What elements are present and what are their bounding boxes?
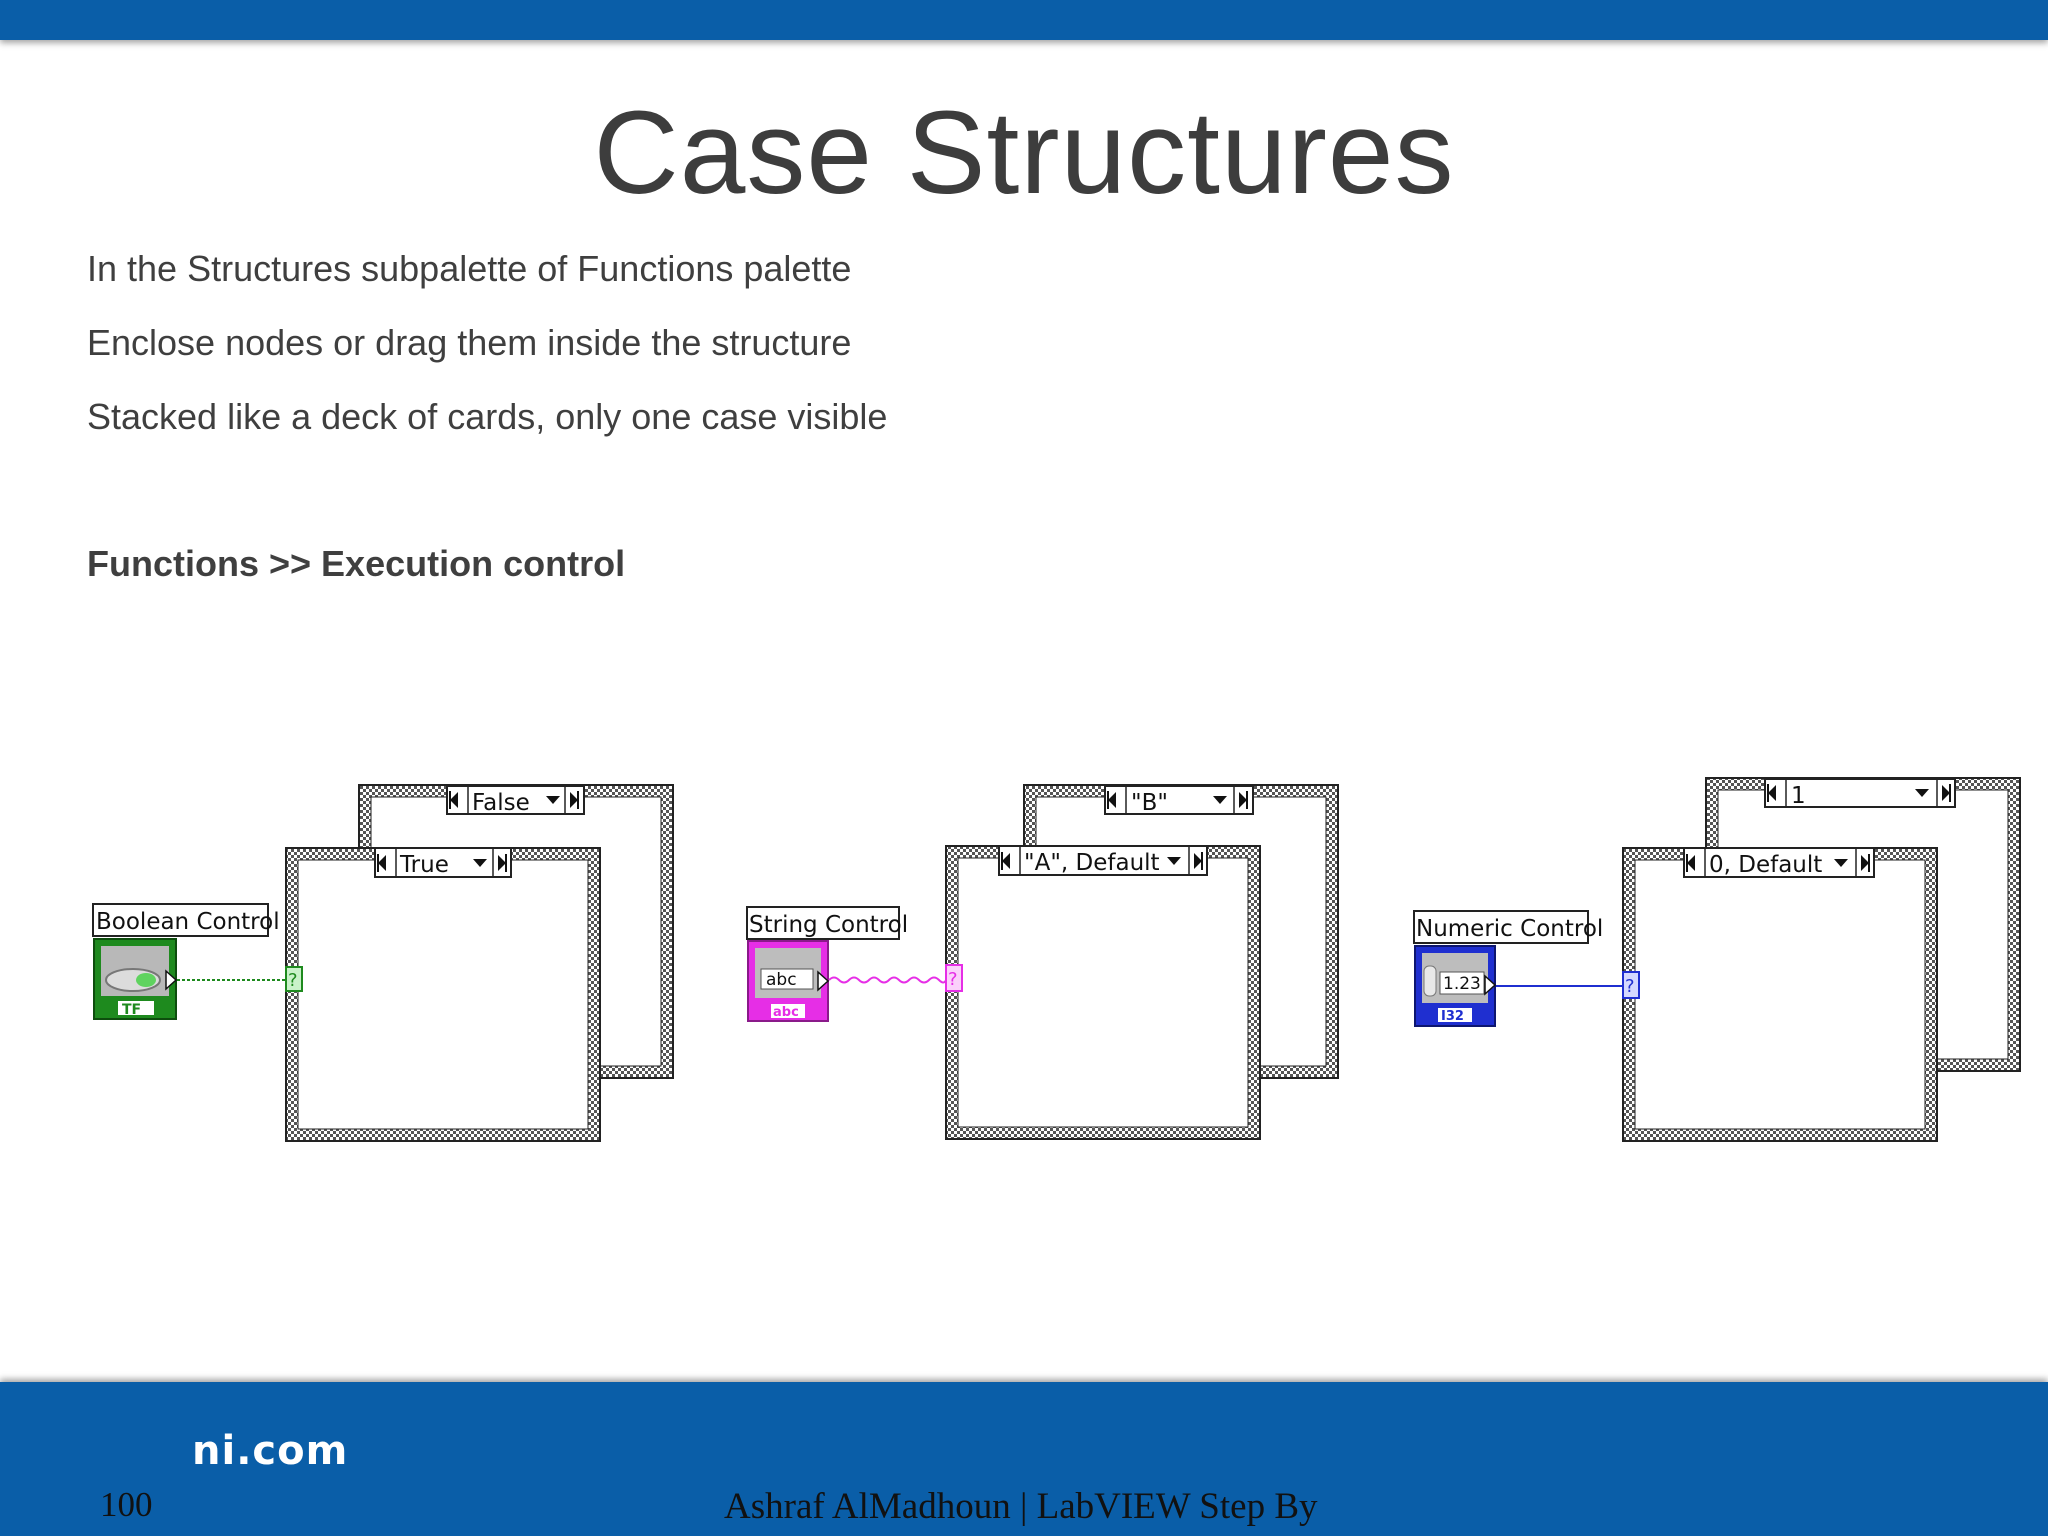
back-case-label: "B" <box>1131 790 1168 816</box>
svg-text:abc: abc <box>766 970 797 990</box>
case-selector-front <box>374 847 512 878</box>
case-structure-diagrams: False True Boolean Control TF ? <box>92 777 2021 1142</box>
back-case-label: False <box>472 790 530 816</box>
svg-text:Numeric Control: Numeric Control <box>1416 916 1603 942</box>
string-wire <box>828 976 947 984</box>
svg-text:?: ? <box>288 970 298 991</box>
string-case-structure: "B" "A", Default String Control abc abc … <box>746 784 1339 1140</box>
numeric-control-label <box>1413 910 1589 944</box>
front-case-label: "A", Default <box>1024 850 1160 876</box>
case-selector-terminal <box>945 964 963 992</box>
back-case-label: 1 <box>1791 783 1806 809</box>
boolean-control-label <box>92 903 269 937</box>
svg-text:1.23: 1.23 <box>1443 974 1481 994</box>
svg-text:String Control: String Control <box>749 912 908 938</box>
front-case-label: 0, Default <box>1709 852 1822 878</box>
bullet-1: In the Structures subpalette of Function… <box>87 248 852 289</box>
boolean-case-structure: False True Boolean Control TF ? <box>92 784 674 1142</box>
bottom-banner <box>0 1382 2048 1536</box>
bullet-2: Enclose nodes or drag them inside the st… <box>87 322 852 363</box>
svg-text:Boolean Control: Boolean Control <box>96 909 280 935</box>
slide-title: Case Structures <box>593 87 1455 219</box>
functions-path: Functions >> Execution control <box>87 543 626 584</box>
ni-logo: ni.com <box>192 1428 349 1474</box>
string-control-label <box>746 906 900 940</box>
svg-text:abc: abc <box>773 1005 799 1020</box>
svg-text:?: ? <box>1625 976 1635 997</box>
case-selector-back <box>446 785 585 815</box>
top-banner <box>0 0 2048 40</box>
case-selector-terminal <box>285 966 303 992</box>
case-selector-front <box>1683 847 1875 878</box>
footer-credit: Ashraf AlMadhoun | LabVIEW Step By <box>724 1486 1318 1527</box>
svg-text:TF: TF <box>122 1002 141 1018</box>
page-number: 100 <box>100 1485 153 1524</box>
svg-text:I32: I32 <box>1441 1009 1464 1024</box>
svg-text:?: ? <box>948 969 958 990</box>
bullet-3: Stacked like a deck of cards, only one c… <box>87 396 888 437</box>
case-selector-terminal <box>1622 971 1640 999</box>
front-case-label: True <box>399 852 449 878</box>
numeric-case-structure: 1 0, Default Numeric Control 1.23 I32 ? <box>1413 777 2021 1142</box>
case-selector-back <box>1104 785 1254 815</box>
